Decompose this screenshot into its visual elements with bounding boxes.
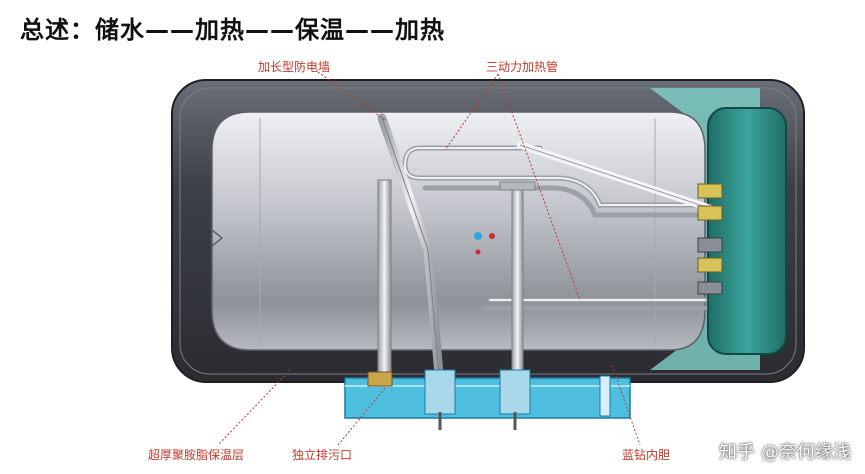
label-heater: 三动力加热管 — [486, 60, 559, 74]
label-liner: 蓝钻内胆 — [622, 448, 671, 462]
watermark: 知乎 @奈何缘浅 — [719, 438, 851, 464]
page-title: 总述：储水——加热——保温——加热 — [20, 16, 445, 44]
anode-rod — [377, 113, 445, 390]
mounting-base — [344, 369, 631, 430]
watermark-author: @奈何缘浅 — [761, 442, 851, 463]
watermark-platform: 知乎 — [719, 442, 755, 463]
leader-lines — [217, 71, 641, 446]
label-insulation: 超厚聚胺脂保温层 — [148, 448, 245, 462]
fittings — [697, 183, 723, 295]
label-drain: 独立排污口 — [292, 448, 353, 462]
label-anode: 加长型防电墙 — [258, 60, 331, 74]
inner-tank — [211, 111, 706, 351]
vertical-pipes — [377, 179, 536, 389]
